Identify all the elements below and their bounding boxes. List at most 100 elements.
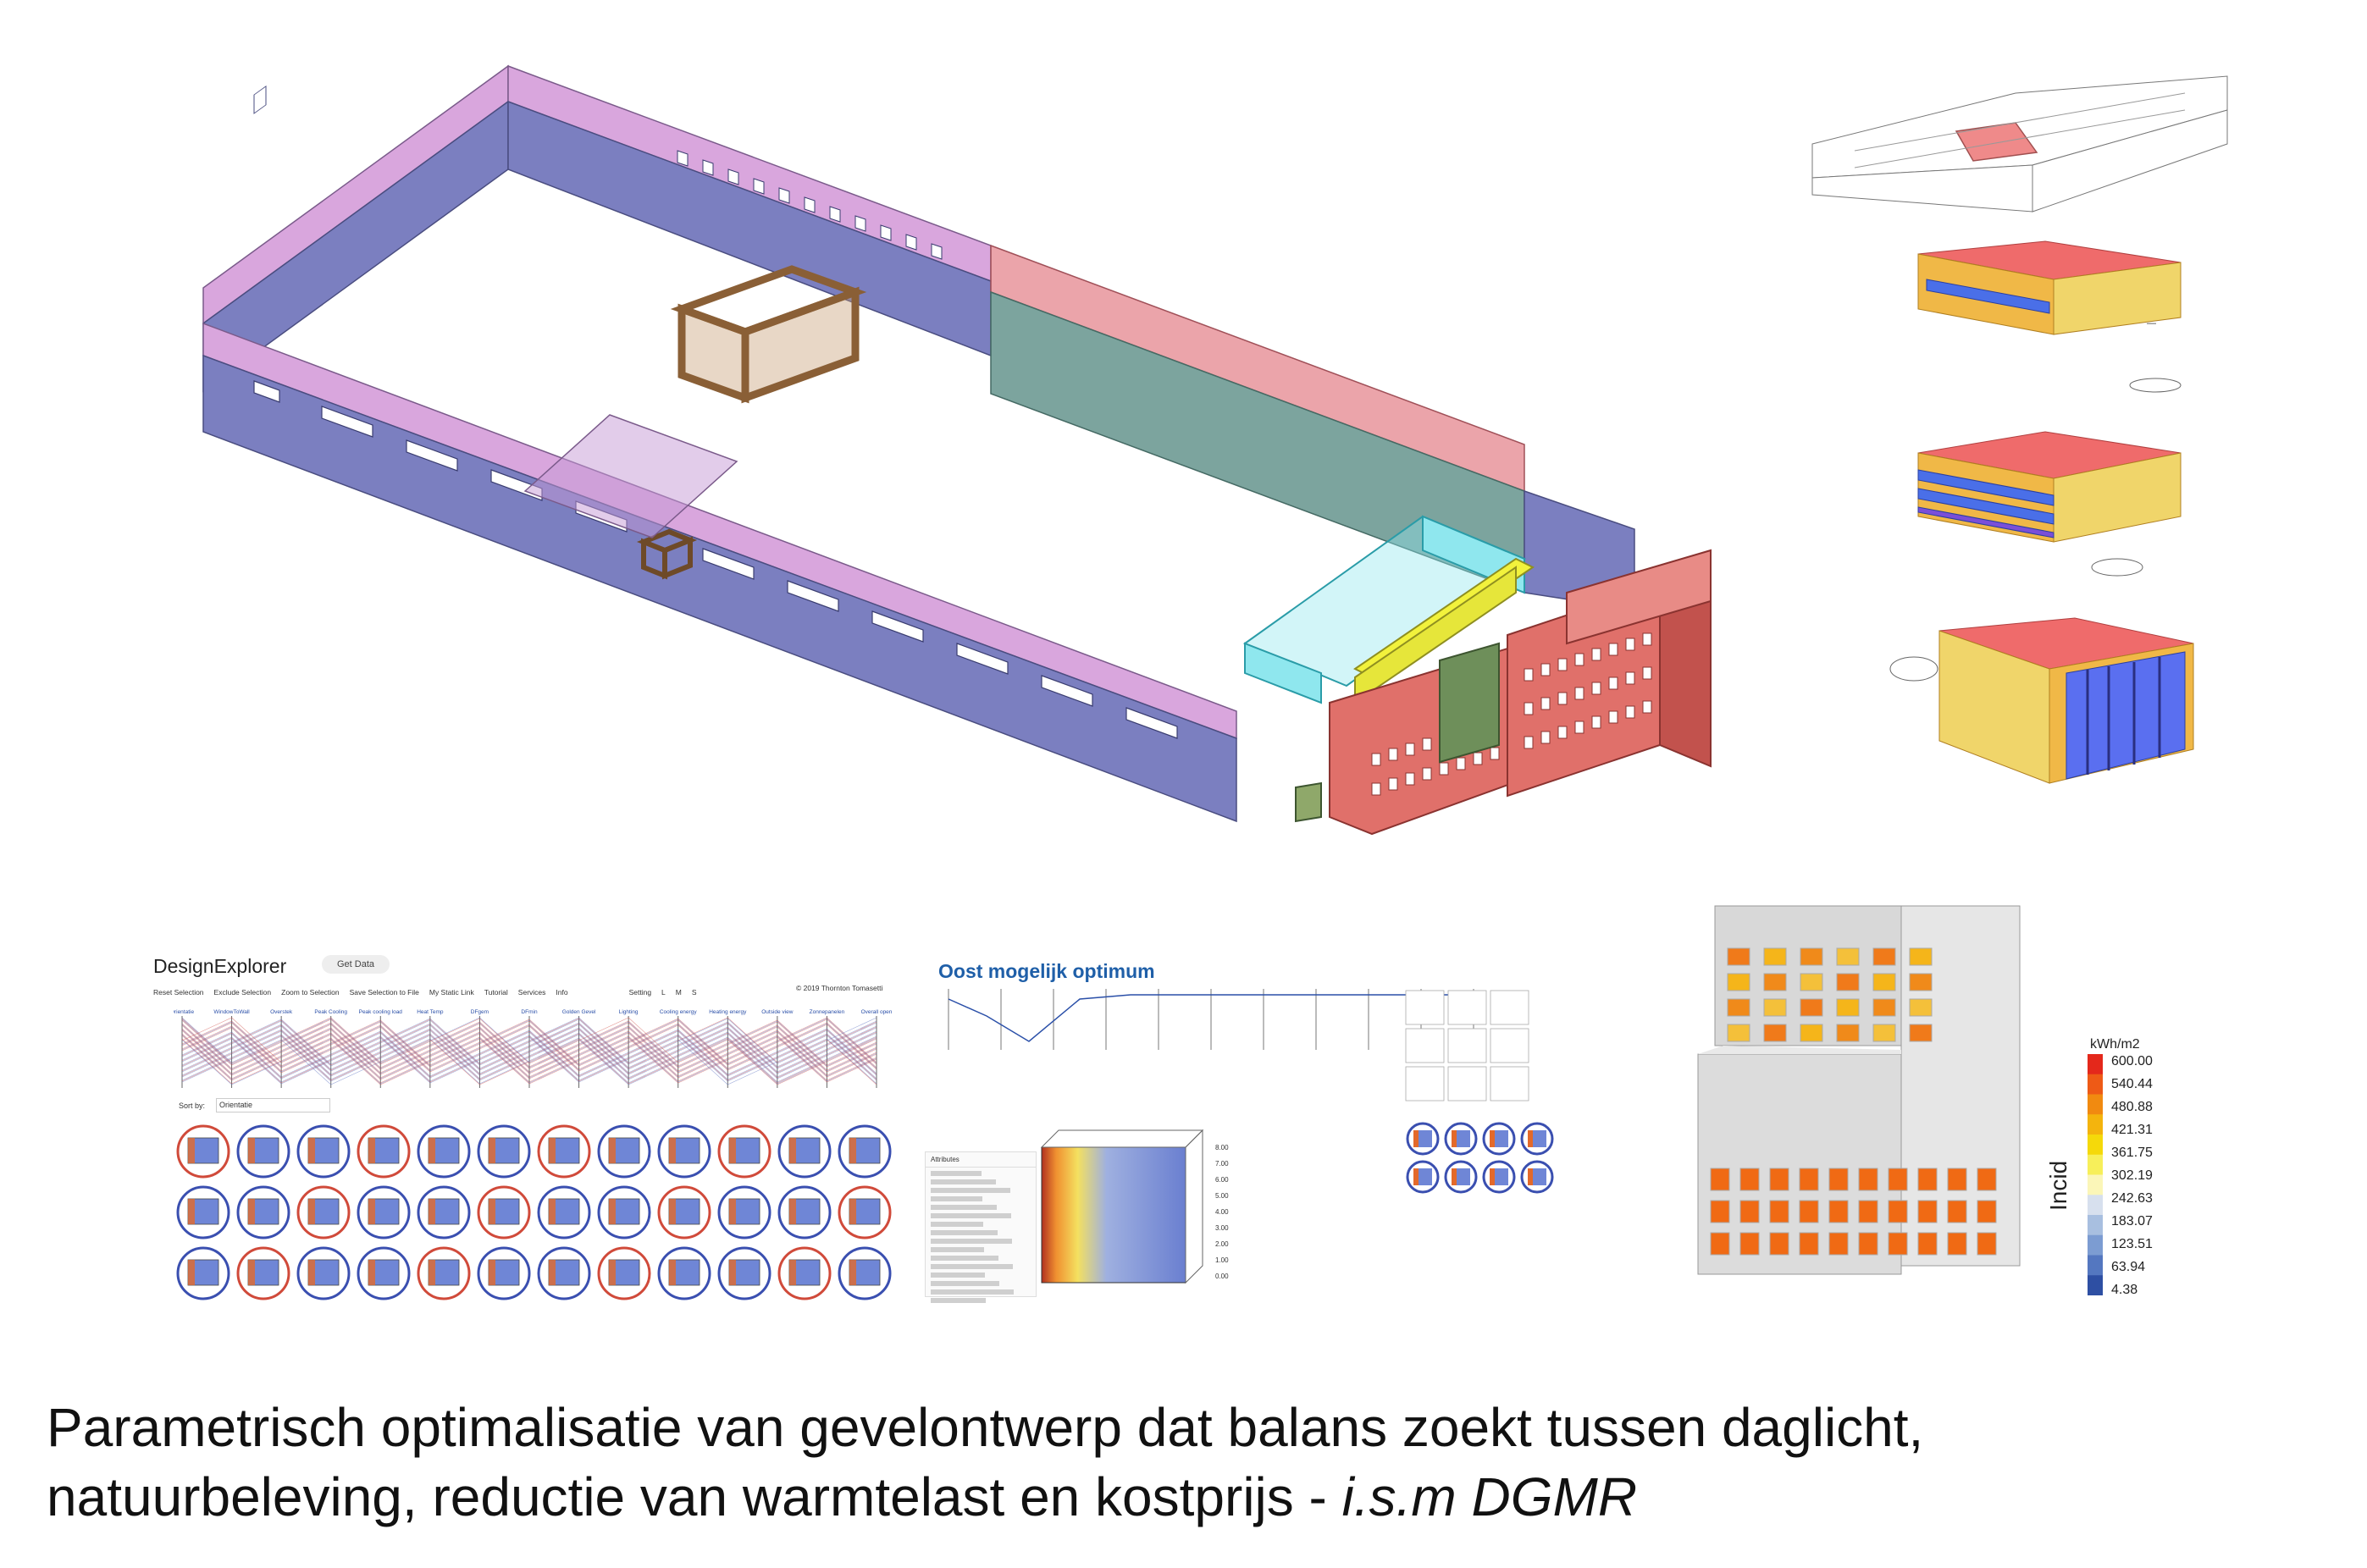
irradiance-window [1977,1232,1997,1256]
legend-swatch [2088,1195,2103,1216]
toolbar-tutorial[interactable]: Tutorial [484,988,508,997]
pc-line [181,1020,877,1071]
thumbnail-hotspot [429,1199,435,1224]
design-explorer-logo: DesignExplorer [153,955,287,977]
oost-thumbnail-hotspot [1490,1130,1495,1147]
pc-line [181,1017,877,1085]
oost-parallel-plot[interactable] [936,982,1529,1058]
facade-variant-3 [1889,617,2194,784]
thumbnail-hotspot [549,1199,556,1224]
pc-axis-label: Peak cooling load [359,1009,403,1015]
facade-variant-1: — [1917,240,2182,393]
matrix-cell [1447,990,1487,1025]
irradiance-window [1836,1024,1860,1042]
toolbar-save-selection[interactable]: Save Selection to File [349,988,419,997]
thumbnail-hotspot [609,1199,616,1224]
sort-by-select[interactable]: Orientatie [216,1098,330,1113]
oost-thumbnail-hotspot [1413,1130,1419,1147]
colorbar-label: 6.00 [1215,1176,1229,1184]
irradiance-window [1872,947,1896,966]
attribute-line [931,1179,996,1184]
irradiance-window [1763,973,1787,991]
pc-axis-label: WindowToWall [213,1009,250,1015]
irradiance-legend-bar [2088,1054,2103,1295]
attribute-line [931,1239,1012,1244]
irradiance-window [1739,1200,1760,1223]
isometric-building-model [202,64,1712,836]
slide-caption: Parametrisch optimalisatie van gevelontw… [47,1393,2291,1532]
pc-line [181,1021,877,1072]
irradiance-window [1909,947,1933,966]
thumbnail-hotspot [308,1260,315,1285]
legend-swatch [2088,1255,2103,1276]
irradiance-window [1739,1168,1760,1191]
legend-swatch [2088,1094,2103,1115]
scatter-matrix[interactable] [1389,986,1541,1113]
pc-line [181,1017,877,1085]
legend-label: 302.19 [2111,1168,2153,1183]
toolbar-exclude-selection[interactable]: Exclude Selection [213,988,272,997]
sort-by-label: Sort by: [179,1101,206,1110]
legend-swatch [2088,1234,2103,1256]
thumbnail-hotspot [489,1199,495,1224]
toolbar-static-link[interactable]: My Static Link [429,988,474,997]
size-option-s[interactable]: S [691,988,697,997]
irradiance-window [1727,998,1750,1017]
toolbar-info[interactable]: Info [556,988,568,997]
legend-label: 600.00 [2111,1054,2153,1068]
thumbnail-hotspot [368,1260,375,1285]
oost-thumbnails[interactable] [1402,1118,1571,1211]
pc-axis-label: Orientatie [174,1009,194,1015]
thumbnail-hotspot [248,1260,255,1285]
pc-line [181,1020,877,1070]
size-option-m[interactable]: M [675,988,682,997]
parallel-coordinates-plot[interactable]: OrientatieWindowToWallOverstekPeak Cooli… [174,1008,893,1092]
irradiance-window [1799,1200,1819,1223]
thumbnail-hotspot [368,1138,375,1163]
irradiance-window [1769,1232,1789,1256]
pc-axis-label: Zonnepanelen [810,1009,845,1015]
toolbar-reset-selection[interactable]: Reset Selection [153,988,204,997]
thumbnail-hotspot [188,1138,195,1163]
context-model [1811,75,2228,213]
thumbnail-grid[interactable] [174,1122,910,1304]
pc-line [181,1024,877,1074]
thumbnail-hotspot [368,1199,375,1224]
colorbar-label: 7.00 [1215,1160,1229,1168]
irradiance-window [1727,947,1750,966]
irradiance-window [1799,1168,1819,1191]
irradiance-window [1858,1200,1878,1223]
pc-line [181,1026,877,1076]
irradiance-window [1800,1024,1823,1042]
pc-axis-label: DFmin [521,1009,538,1015]
pc-line [181,1017,877,1085]
thumbnail-hotspot [609,1260,616,1285]
irradiance-window [1917,1200,1938,1223]
legend-label: 242.63 [2111,1191,2153,1206]
pc-line [181,1035,877,1085]
pc-line [181,1034,877,1084]
attribute-line [931,1196,982,1201]
legend-label: 480.88 [2111,1100,2153,1114]
irradiance-window [1769,1200,1789,1223]
toolbar-setting[interactable]: Setting [628,988,652,997]
thumbnail-hotspot [609,1138,616,1163]
get-data-button[interactable]: Get Data [322,955,390,974]
pc-line [181,1031,877,1082]
pc-line [181,1030,877,1079]
irradiance-window [1828,1168,1849,1191]
design-explorer-panel: DesignExplorer Get Data Reset Selection … [148,940,915,1304]
legend-label: 183.07 [2111,1214,2153,1228]
yellow-corridor [1353,557,1535,704]
irradiance-window [1828,1232,1849,1256]
legend-swatch [2088,1054,2103,1075]
toolbar-zoom-to-selection[interactable]: Zoom to Selection [281,988,340,997]
toolbar-services[interactable]: Services [517,988,546,997]
size-option-l[interactable]: L [661,988,666,997]
oost-thumbnail-hotspot [1452,1130,1457,1147]
window-row-back [677,150,943,260]
oost-title: Oost mogelijk optimum [938,960,1155,982]
irradiance-window [1872,1024,1896,1042]
irradiance-window [1858,1232,1878,1256]
irradiance-window [1836,998,1860,1017]
